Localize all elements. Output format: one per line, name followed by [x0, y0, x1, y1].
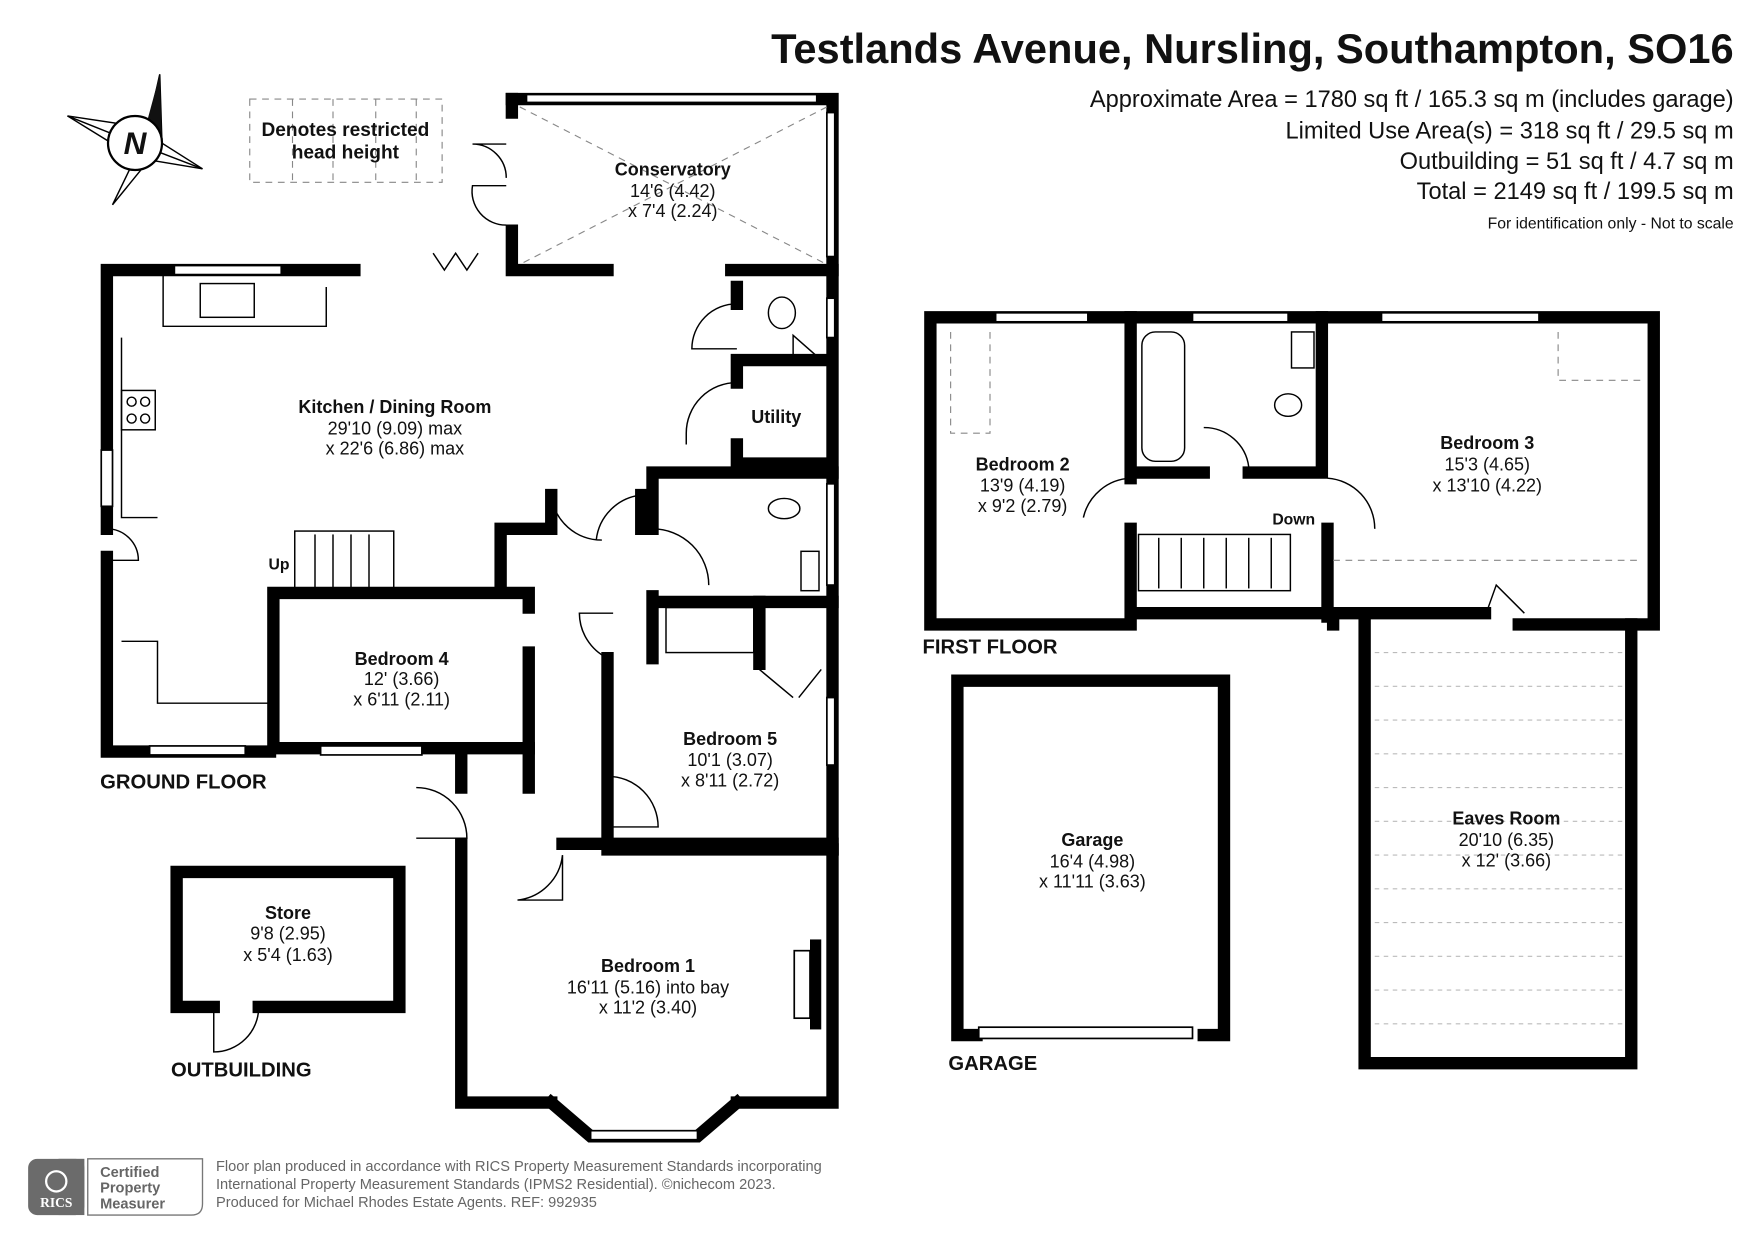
room-dim: x 13'10 (4.22) [1432, 476, 1542, 496]
footer-line-1: Floor plan produced in accordance with R… [216, 1159, 822, 1175]
property-title: Testlands Avenue, Nursling, Southampton,… [771, 25, 1734, 72]
room-dim: 10'1 (3.07) [687, 750, 773, 770]
room-dim: 14'6 (4.42) [630, 181, 716, 201]
room-dim: x 6'11 (2.11) [353, 689, 450, 709]
room-name: Eaves Room [1452, 809, 1560, 829]
room-dim: 16'4 (4.98) [1050, 851, 1136, 871]
room-dim: 13'9 (4.19) [980, 476, 1066, 496]
badge-text: Property [100, 1181, 161, 1197]
room-bedroom-3: Bedroom 3 15'3 (4.65) x 13'10 (4.22) [1432, 433, 1542, 496]
footer-line-2: International Property Measurement Stand… [216, 1177, 776, 1193]
room-name: Kitchen / Dining Room [298, 397, 491, 417]
room-dim: 15'3 (4.65) [1445, 454, 1531, 474]
stairs-down-label: Down [1272, 511, 1315, 528]
rics-brand: RICS [40, 1195, 72, 1210]
room-name: Bedroom 3 [1440, 433, 1534, 453]
room-dim: 9'8 (2.95) [250, 923, 325, 943]
room-name: Utility [751, 407, 801, 427]
compass-icon: N [67, 74, 203, 206]
disclaimer: For identification only - Not to scale [1488, 215, 1734, 232]
outbuilding-label: OUTBUILDING [171, 1060, 312, 1082]
rics-lion-icon [45, 1170, 68, 1193]
restricted-height-legend: Denotes restricted head height [249, 98, 443, 183]
outbuilding-area: Outbuilding = 51 sq ft / 4.7 sq m [1400, 149, 1734, 175]
room-dim: 20'10 (6.35) [1459, 830, 1555, 850]
total-area: Total = 2149 sq ft / 199.5 sq m [1417, 179, 1734, 205]
room-dim: 29'10 (9.09) max [328, 418, 463, 438]
footer-line-3: Produced for Michael Rhodes Estate Agent… [216, 1195, 597, 1211]
room-dim: 12' (3.66) [364, 669, 439, 689]
room-conservatory: Conservatory 14'6 (4.42) x 7'4 (2.24) [615, 160, 731, 222]
room-garage: Garage 16'4 (4.98) x 11'11 (3.63) [1039, 830, 1146, 892]
badge-text: Certified [100, 1165, 159, 1181]
compass-north-label: N [124, 125, 148, 161]
room-dim: x 11'11 (3.63) [1039, 872, 1146, 892]
room-name: Store [265, 903, 311, 923]
outbuilding-plan [170, 865, 406, 1053]
room-dim: x 11'2 (3.40) [599, 998, 697, 1018]
stairs-up-label: Up [269, 556, 290, 573]
room-bedroom-5: Bedroom 5 10'1 (3.07) x 8'11 (2.72) [681, 729, 779, 791]
garage-label: GARAGE [948, 1053, 1037, 1075]
legend-text-1: Denotes restricted [261, 120, 429, 141]
room-kitchen-dining: Kitchen / Dining Room 29'10 (9.09) max x… [298, 397, 491, 459]
room-name: Bedroom 1 [601, 956, 695, 976]
legend-text-2: head height [292, 143, 400, 164]
limited-use-area: Limited Use Area(s) = 318 sq ft / 29.5 s… [1285, 118, 1733, 144]
room-dim: 16'11 (5.16) into bay [567, 977, 729, 997]
room-dim: x 8'11 (2.72) [681, 770, 779, 790]
rics-badge: RICS Certified Property Measurer [28, 1158, 204, 1216]
ground-floor-label: GROUND FLOOR [100, 772, 267, 794]
room-name: Bedroom 5 [683, 729, 777, 749]
first-floor-plan: Down [924, 311, 1660, 1070]
room-eaves: Eaves Room 20'10 (6.35) x 12' (3.66) [1452, 809, 1560, 871]
room-utility: Utility [751, 407, 801, 427]
room-bedroom-2: Bedroom 2 13'9 (4.19) x 9'2 (2.79) [976, 454, 1070, 516]
room-bedroom-1: Bedroom 1 16'11 (5.16) into bay x 11'2 (… [567, 956, 729, 1018]
room-dim: x 5'4 (1.63) [243, 945, 332, 965]
room-dim: x 9'2 (2.79) [978, 496, 1067, 516]
room-dim: x 22'6 (6.86) max [326, 439, 465, 459]
room-store: Store 9'8 (2.95) x 5'4 (1.63) [243, 903, 332, 965]
room-dim: x 12' (3.66) [1462, 850, 1551, 870]
room-bedroom-4: Bedroom 4 12' (3.66) x 6'11 (2.11) [353, 649, 450, 710]
approx-area: Approximate Area = 1780 sq ft / 165.3 sq… [1090, 87, 1734, 113]
room-name: Bedroom 2 [976, 454, 1070, 474]
room-dim: x 7'4 (2.24) [628, 201, 717, 221]
garage-plan [951, 674, 1231, 1042]
first-floor-label: FIRST FLOOR [923, 637, 1058, 659]
room-name: Conservatory [615, 160, 731, 180]
room-name: Garage [1061, 830, 1123, 850]
room-name: Bedroom 4 [355, 649, 449, 669]
ground-floor-plan: Up [100, 92, 839, 1143]
badge-text: Measurer [100, 1196, 165, 1212]
